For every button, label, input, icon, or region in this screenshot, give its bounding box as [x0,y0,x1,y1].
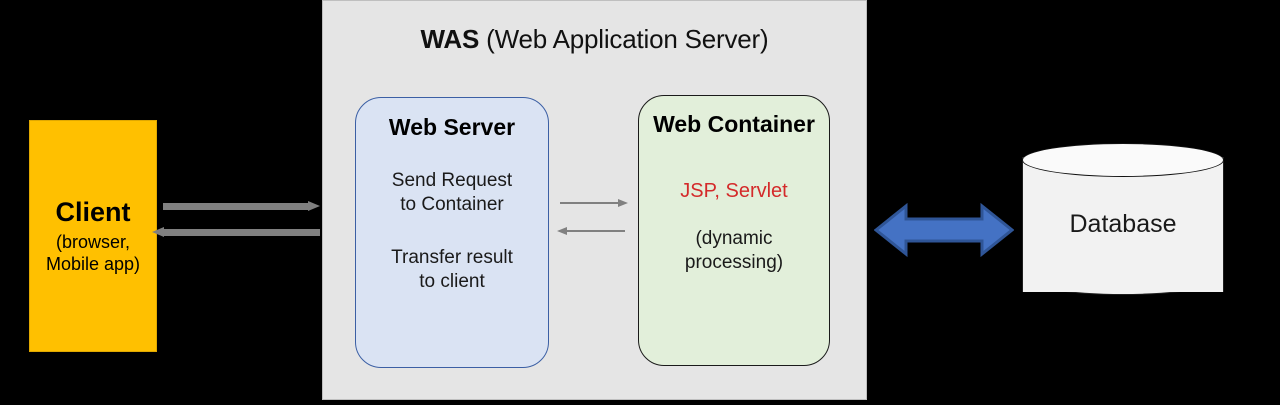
was-abbreviation: WAS [420,24,480,54]
arrow-shaft [163,203,308,210]
database-label: Database [1069,210,1177,238]
web-container-box[interactable]: Web Container JSP, Servlet (dynamic proc… [638,95,830,366]
web-server-task-send-request: Send Request to Container [391,170,513,216]
client-box[interactable]: Client (browser, Mobile app) [29,120,157,352]
arrow-shaft [560,202,618,205]
web-container-title: Web Container [653,111,815,137]
was-full-name: (Web Application Server) [479,24,769,54]
client-title: Client [55,196,131,227]
arrow-container-to-database-icon: bidirectional arrow [874,199,1014,261]
web-server-box[interactable]: Web Server Send Request to Container Tra… [355,97,549,368]
arrow-container-to-database-label: bidirectional arrow [874,261,875,262]
web-container-note: (dynamic processing) [684,228,784,274]
arrow-head-left [152,227,164,237]
arrow-head-right [618,199,628,207]
arrow-head-right [308,201,320,211]
web-container-tech-label: JSP, Servlet [680,180,788,202]
arrow-client-to-was-icon: request arrow pointing right [163,201,320,212]
web-server-task-transfer-result: Transfer result to client [391,246,513,292]
database-cylinder[interactable]: Database [1022,143,1224,306]
arrow-container-to-web-server-icon: transfer result arrow pointing left [557,227,625,236]
arrow-shaft [567,230,625,233]
web-server-title: Web Server [388,114,516,140]
database-cylinder-body [1022,157,1224,292]
arrow-shaft [164,229,320,236]
arrow-was-to-client-icon: response arrow pointing left [152,227,320,238]
was-panel-title: WAS (Web Application Server) [322,24,867,55]
arrow-client-to-was-label: request arrow pointing right [163,201,164,202]
client-subtitle: (browser, Mobile app) [45,231,141,274]
arrow-web-server-to-container-icon: send request arrow pointing right [560,199,628,208]
arrow-head-left [557,227,567,235]
database-cylinder-top [1022,143,1224,177]
arrow-web-server-to-container-label: send request arrow pointing right [560,199,561,200]
